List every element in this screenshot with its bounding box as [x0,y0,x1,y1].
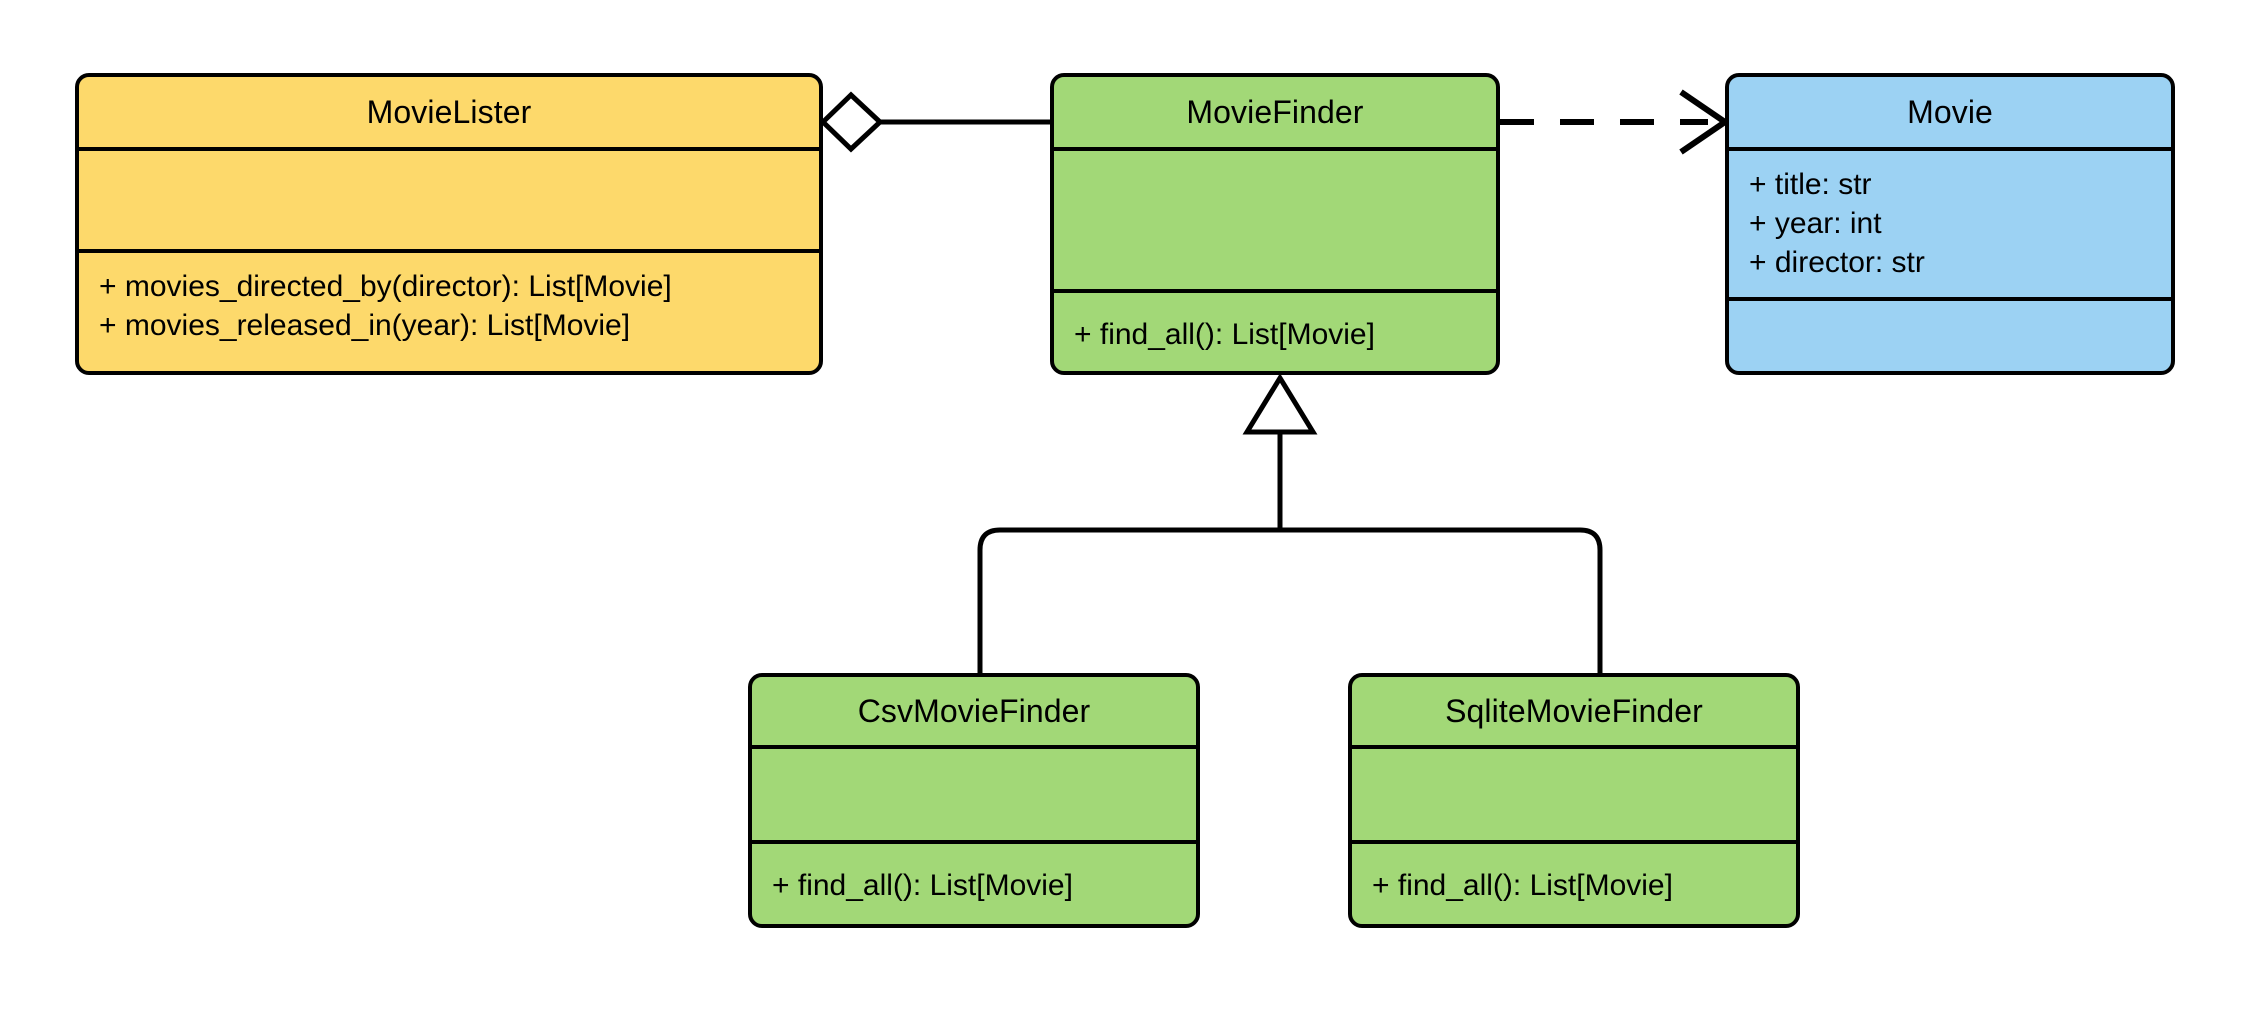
class-name-movie: Movie [1907,93,1993,130]
method-item: + find_all(): List[Movie] [772,869,1073,902]
attributes-compartment-moviefinder [1054,147,1496,289]
methods-compartment-movielister: + movies_directed_by(director): List[Mov… [79,249,819,371]
aggregation-edge-movielister-moviefinder [819,91,1050,153]
hollow-triangle-icon [1242,373,1318,435]
class-name-movielister: MovieLister [366,93,532,130]
inheritance-edge-group [977,373,1603,673]
hollow-diamond-icon [819,91,884,153]
open-arrow-icon [1679,89,1731,155]
attributes-compartment-sqlitemoviefinder [1352,745,1796,840]
method-item: + find_all(): List[Movie] [1074,318,1375,351]
attribute-item: + title: str [1749,168,1872,201]
attributes-compartment-csvmoviefinder [752,745,1196,840]
attributes-compartment-movie: + title: str + year: int + director: str [1729,147,2171,297]
attribute-item: + year: int [1749,207,1882,240]
class-name-csvmoviefinder: CsvMovieFinder [857,692,1091,729]
class-box-movie[interactable]: Movie + title: str + year: int + directo… [1725,73,2175,375]
methods-compartment-csvmoviefinder: + find_all(): List[Movie] [752,840,1196,924]
inheritance-branch-csv [977,527,1280,673]
dependency-edge-moviefinder-movie [1500,89,1731,155]
attributes-compartment-movielister [79,147,819,249]
class-name-sqlitemoviefinder: SqliteMovieFinder [1445,692,1703,729]
attribute-item: + director: str [1749,246,1925,279]
method-item: + find_all(): List[Movie] [1372,869,1673,902]
methods-compartment-movie [1729,297,2171,371]
class-box-movielister[interactable]: MovieLister + movies_directed_by(directo… [75,73,823,375]
method-item: + movies_directed_by(director): List[Mov… [99,270,672,303]
class-box-csvmoviefinder[interactable]: CsvMovieFinder + find_all(): List[Movie] [748,673,1200,928]
class-box-moviefinder[interactable]: MovieFinder + find_all(): List[Movie] [1050,73,1500,375]
method-item: + movies_released_in(year): List[Movie] [99,309,631,342]
class-box-sqlitemoviefinder[interactable]: SqliteMovieFinder + find_all(): List[Mov… [1348,673,1800,928]
class-name-moviefinder: MovieFinder [1186,93,1364,130]
methods-compartment-sqlitemoviefinder: + find_all(): List[Movie] [1352,840,1796,924]
methods-compartment-moviefinder: + find_all(): List[Movie] [1054,289,1496,371]
inheritance-branch-sqlite [1280,527,1603,673]
